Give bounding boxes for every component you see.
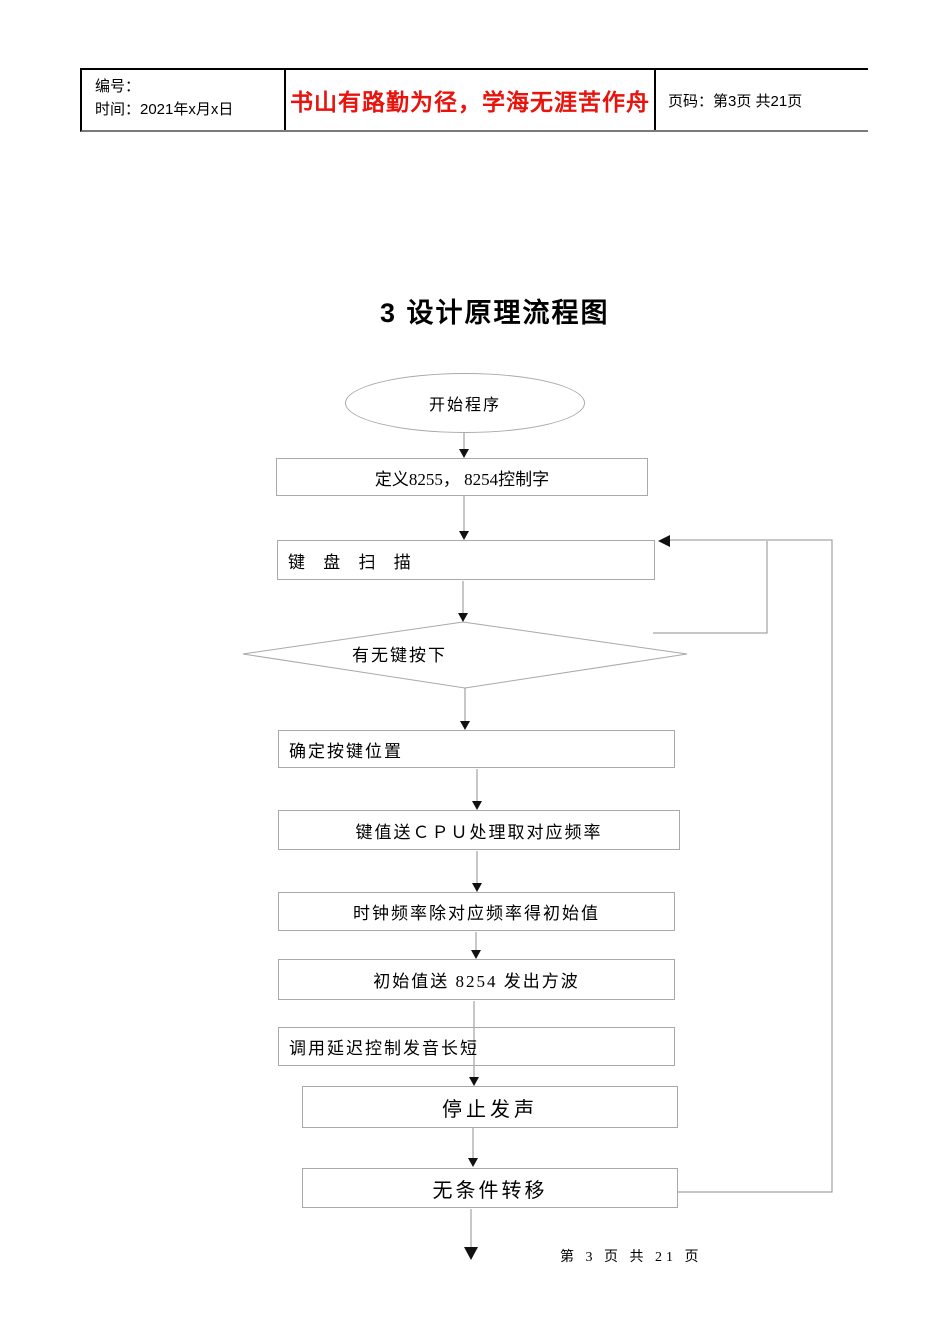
flow-node-keyboard-scan: 键 盘 扫 描	[277, 540, 655, 580]
arrow-down-icon	[472, 883, 482, 892]
header-page-cell: 页码：第3页 共21页	[654, 70, 868, 130]
flow-node-define-control-words: 定义8255， 8254控制字	[276, 458, 648, 496]
header-time-label: 时间：2021年x月x日	[95, 101, 234, 118]
feedback-loop-short	[653, 541, 768, 634]
flow-node-label: 无条件转移	[432, 1179, 548, 1202]
flow-node-label: 初始值送 8254 发出方波	[373, 972, 580, 991]
arrow-down-icon	[471, 950, 481, 959]
flow-node-clock-divide-frequency: 时钟频率除对应频率得初始值	[278, 892, 675, 931]
header-motto-cell: 书山有路勤为径，学海无涯苦作舟	[284, 70, 654, 130]
flow-node-send-key-to-cpu: 键值送ＣＰＵ处理取对应频率	[278, 810, 680, 850]
header-motto-text: 书山有路勤为径，学海无涯苦作舟	[290, 89, 650, 115]
arrow-down-icon	[472, 801, 482, 810]
arrow-down-icon	[469, 1077, 479, 1086]
flow-node-label: 键 盘 扫 描	[288, 552, 418, 572]
arrow-down-icon	[458, 613, 468, 622]
flow-node-initial-value-to-8254: 初始值送 8254 发出方波	[278, 959, 675, 1000]
flow-node-start: 开始程序	[345, 373, 585, 433]
flow-node-label: 停止发声	[442, 1098, 538, 1121]
flow-node-label: 调用延迟控制发音长短	[289, 1039, 479, 1058]
flow-node-start-label: 开始程序	[428, 397, 501, 414]
decision-diamond-shape	[242, 621, 688, 689]
flow-node-label: 确定按键位置	[289, 741, 403, 761]
arrow-left-icon	[658, 535, 670, 547]
arrow-down-icon	[464, 1247, 478, 1260]
header-page-label: 页码：第3页 共21页	[668, 92, 803, 110]
arrow-down-icon	[459, 449, 469, 458]
feedback-loop-long	[668, 539, 833, 1193]
flow-node-determine-key-position: 确定按键位置	[278, 730, 675, 768]
header-number-time-cell: 编号： 时间：2021年x月x日	[82, 70, 284, 130]
footer-page-number: 第 3 页 共 21 页	[560, 1250, 703, 1265]
flow-node-label: 键值送ＣＰＵ处理取对应频率	[355, 822, 603, 842]
flow-node-delay-control-duration: 调用延迟控制发音长短	[278, 1027, 675, 1066]
flow-node-key-pressed-decision-label: 有无键按下	[352, 646, 447, 665]
header-number-label: 编号：	[95, 78, 141, 95]
flow-node-unconditional-jump: 无条件转移	[302, 1168, 678, 1208]
flow-node-label: 定义8255， 8254控制字	[374, 469, 550, 489]
page-header-table: 编号： 时间：2021年x月x日 书山有路勤为径，学海无涯苦作舟 页码：第3页 …	[80, 68, 868, 132]
arrow-down-icon	[460, 721, 470, 730]
arrow-down-icon	[468, 1158, 478, 1167]
arrow-down-icon	[459, 531, 469, 540]
flow-node-label: 时钟频率除对应频率得初始值	[353, 904, 600, 923]
flow-node-stop-sound: 停止发声	[302, 1086, 678, 1128]
section-title: 3 设计原理流程图	[380, 298, 610, 328]
